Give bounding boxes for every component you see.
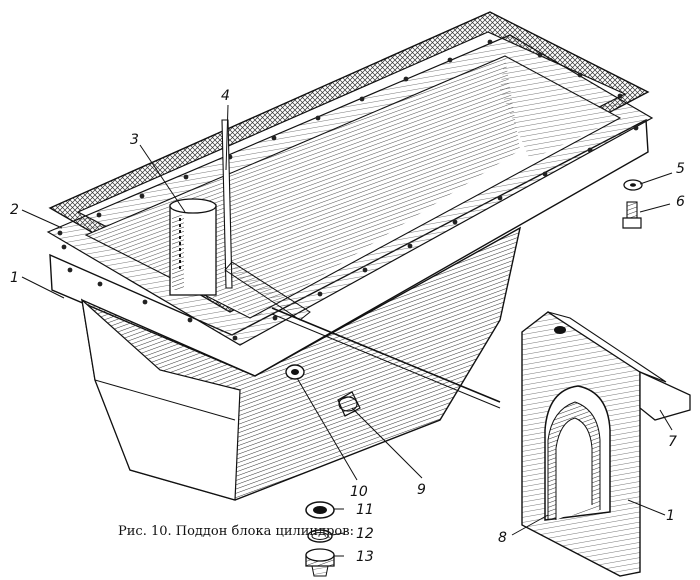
callout-13-plug: 13 — [356, 549, 374, 565]
callout-labels: 1 2 3 4 5 6 7 8 9 10 11 12 13 1 — [10, 88, 685, 565]
bracket-assembly — [521, 311, 691, 577]
figure-caption: Рис. 10. Поддон блока цилиндров: — [118, 524, 354, 539]
partition-plate — [221, 119, 311, 321]
callout-6-bolt: 6 — [676, 194, 685, 210]
callout-4-partition: 4 — [221, 88, 230, 104]
bolt-6 — [622, 201, 642, 229]
washer-5 — [623, 179, 643, 191]
callout-5-washer: 5 — [676, 161, 685, 177]
callout-7-bracket: 7 — [668, 434, 677, 450]
flange-holes — [57, 39, 639, 341]
callout-2-gasket: 2 — [10, 202, 19, 218]
callout-11-gasket-ring: 11 — [356, 502, 374, 518]
leader-lines — [21, 104, 673, 557]
plug-kit — [305, 501, 335, 577]
callout-3-receiver: 3 — [130, 132, 139, 148]
callout-8-cover: 8 — [498, 530, 507, 546]
callout-12-washer: 12 — [356, 526, 374, 542]
dipstick-rod — [271, 307, 501, 409]
callout-10-plug: 10 — [350, 484, 368, 500]
callout-1-pan: 1 — [10, 270, 19, 286]
callout-1-bracket: 1 — [666, 508, 675, 524]
callout-9-plug: 9 — [417, 482, 426, 498]
oil-receiver-tube — [169, 198, 217, 296]
